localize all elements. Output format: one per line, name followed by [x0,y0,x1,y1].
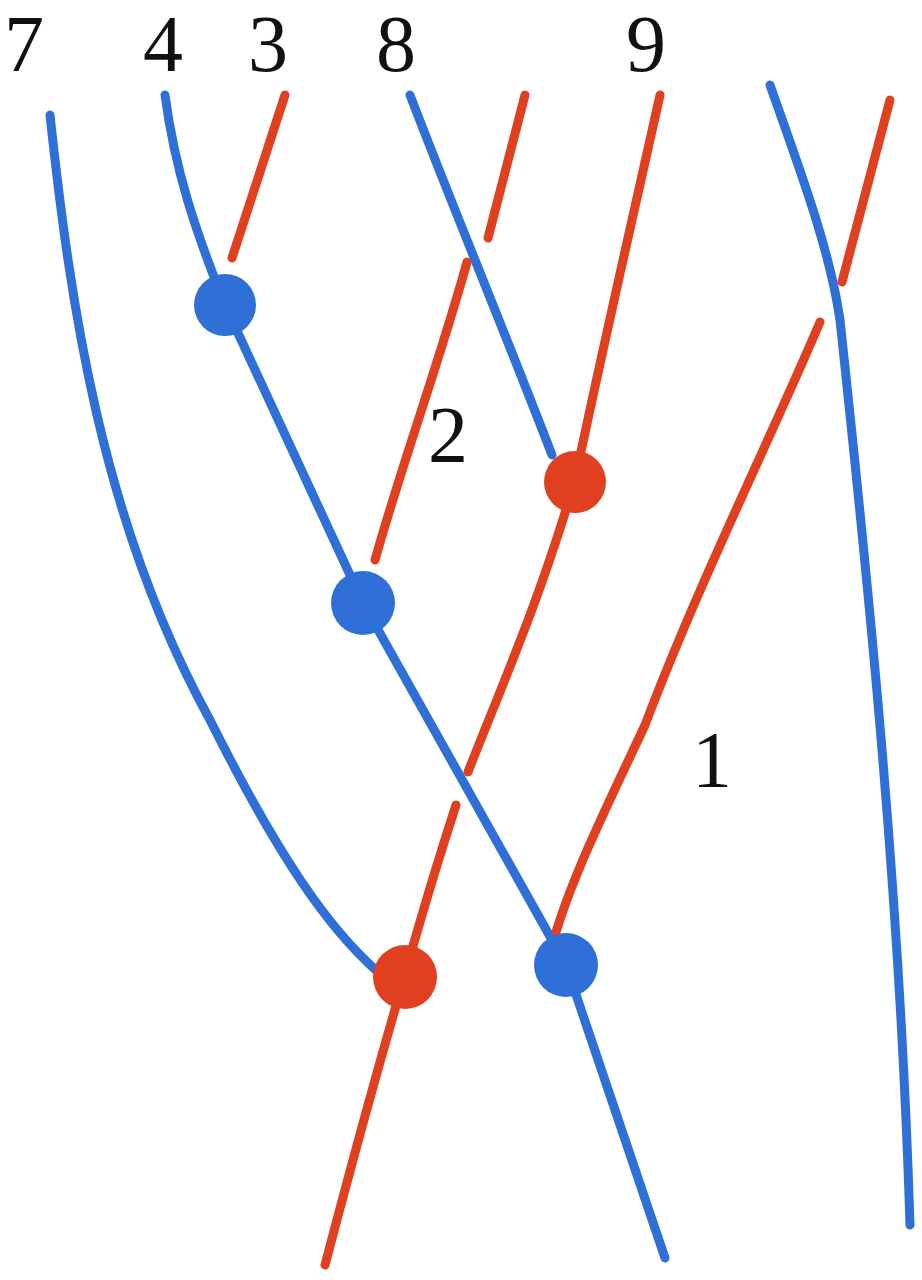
red-strand [325,805,456,1265]
blue-strand [770,85,910,1225]
callout-number: 7 [4,4,44,84]
red-strand [488,95,525,238]
red-strand [375,262,467,560]
red-strand [556,322,820,932]
blue-strand [50,115,378,972]
callout-number: 1 [692,720,732,800]
red-strand [842,100,890,282]
red-strand [232,95,285,258]
callout-number: 9 [626,4,666,84]
blue-vertex [194,274,256,336]
red-vertex [544,451,606,513]
callout-number: 2 [428,395,468,475]
red-vertex [373,945,437,1009]
callout-number: 4 [143,4,183,84]
blue-vertex [331,571,395,635]
blue-strand [165,95,665,1258]
callout-number: 8 [376,4,416,84]
blue-vertex [534,933,598,997]
red-strand [468,95,660,772]
callout-number: 3 [248,4,288,84]
